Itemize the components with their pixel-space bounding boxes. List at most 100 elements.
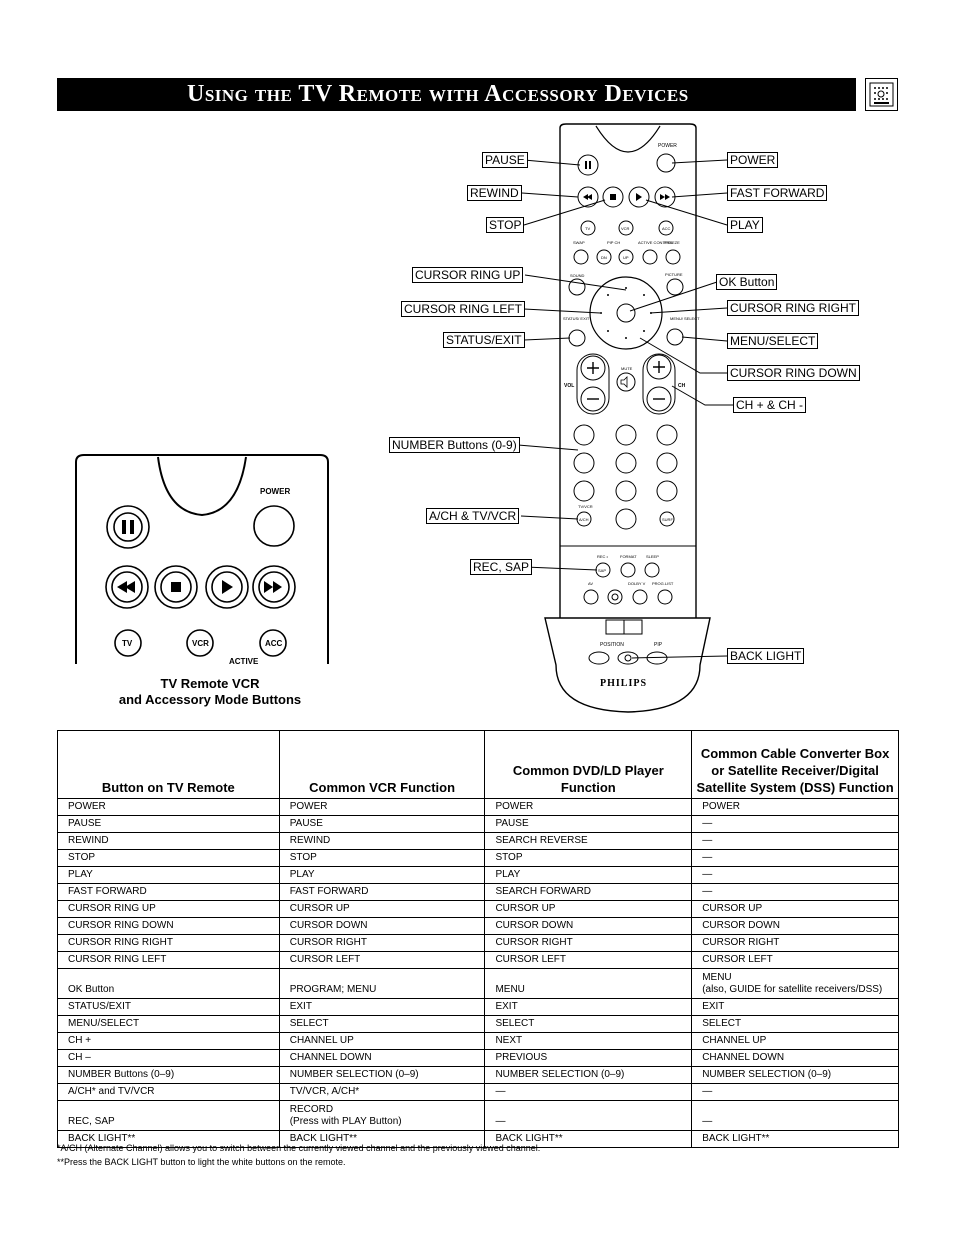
tv-mode-button[interactable] bbox=[580, 220, 596, 236]
mute-label: MUTE bbox=[621, 366, 633, 371]
callout-cursor-ring-right: CURSOR RING RIGHT bbox=[727, 300, 859, 316]
picture-label: PICTURE bbox=[665, 272, 683, 277]
footnote-backlight: **Press the BACK LIGHT button to light t… bbox=[57, 1157, 346, 1167]
callout-cursor-ring-left: CURSOR RING LEFT bbox=[401, 301, 526, 317]
vcr-mode-button[interactable] bbox=[618, 220, 634, 236]
table-cell: POWER bbox=[57, 798, 280, 816]
inset-acc-label: ACC bbox=[265, 639, 283, 648]
inset-power-label: POWER bbox=[260, 487, 290, 496]
ch-label: CH bbox=[678, 383, 686, 389]
table-cell: CHANNEL UP bbox=[278, 1032, 486, 1050]
inset-acc-button[interactable] bbox=[259, 629, 287, 657]
callout-menu-select: MENU/SELECT bbox=[727, 333, 819, 349]
dn-label: DN bbox=[601, 255, 607, 260]
position-button[interactable] bbox=[588, 651, 610, 665]
header-dvd: Common DVD/LD Player Function bbox=[484, 730, 693, 799]
table-cell: EXIT bbox=[278, 998, 486, 1016]
swap-label: SWAP bbox=[573, 240, 585, 245]
freeze-label: FREEZE bbox=[664, 240, 680, 245]
menu-select-label: MENU/ SELECT bbox=[670, 316, 700, 321]
inset-vcr-button[interactable] bbox=[186, 629, 214, 657]
inset-vcr-label: VCR bbox=[192, 639, 209, 648]
table-cell: — bbox=[691, 866, 899, 884]
table-cell: BACK LIGHT** bbox=[691, 1130, 899, 1148]
callout-fast-forward: FAST FORWARD bbox=[727, 185, 828, 201]
table-cell: CURSOR RIGHT bbox=[484, 934, 693, 952]
prog-list-label: PROG.LIST bbox=[652, 581, 674, 586]
tv-label: TV bbox=[585, 226, 590, 231]
table-cell: NUMBER SELECTION (0–9) bbox=[691, 1066, 899, 1084]
table-cell: EXIT bbox=[484, 998, 693, 1016]
surf-button[interactable] bbox=[659, 511, 675, 527]
table-cell: CURSOR LEFT bbox=[484, 951, 693, 969]
sleep-label: SLEEP bbox=[646, 554, 659, 559]
table-cell: MENU/SELECT bbox=[57, 1015, 280, 1033]
dolby-label: DOLBY V bbox=[628, 581, 646, 586]
table-cell: SEARCH FORWARD bbox=[484, 883, 693, 901]
acc-label: ACC bbox=[662, 226, 671, 231]
table-cell: BACK LIGHT** bbox=[278, 1130, 486, 1148]
table-cell: — bbox=[484, 1083, 693, 1101]
table-cell: RECORD (Press with PLAY Button) bbox=[278, 1100, 486, 1131]
inset-active-label: ACTIVE bbox=[229, 657, 259, 666]
callout-rewind: REWIND bbox=[467, 185, 522, 201]
active-control-button[interactable] bbox=[642, 249, 658, 265]
inset-caption: TV Remote VCR and Accessory Mode Buttons bbox=[70, 676, 350, 708]
number-pad bbox=[573, 424, 678, 530]
pip-ch-dn-button[interactable] bbox=[596, 249, 612, 265]
table-cell: PLAY bbox=[278, 866, 486, 884]
status-exit-label: STATUS/ EXIT bbox=[563, 316, 590, 321]
prog-list-button[interactable] bbox=[657, 589, 673, 605]
page-title: Using the TV Remote with Accessory Devic… bbox=[57, 78, 856, 111]
position-label: POSITION bbox=[600, 642, 624, 648]
table-cell: CURSOR UP bbox=[691, 900, 899, 918]
table-cell: CURSOR UP bbox=[484, 900, 693, 918]
av-button[interactable] bbox=[583, 589, 599, 605]
swap-button[interactable] bbox=[573, 249, 589, 265]
table-cell: CURSOR LEFT bbox=[691, 951, 899, 969]
pip-label: PIP bbox=[654, 642, 663, 648]
table-cell: TV/VCR, A/CH* bbox=[278, 1083, 486, 1101]
table-cell: BACK LIGHT** bbox=[484, 1130, 693, 1148]
inset-remote-illustration: POWER TV VCR ACC ACTIVE bbox=[75, 454, 329, 666]
inset-tv-button[interactable] bbox=[114, 629, 142, 657]
table-cell: PAUSE bbox=[278, 815, 486, 833]
table-cell: STATUS/EXIT bbox=[57, 998, 280, 1016]
acc-mode-button[interactable] bbox=[658, 220, 674, 236]
table-cell: — bbox=[691, 1100, 899, 1131]
table-cell: SEARCH REVERSE bbox=[484, 832, 693, 850]
picture-button[interactable] bbox=[666, 278, 684, 296]
dolby-button[interactable] bbox=[607, 589, 623, 605]
inset-power-button[interactable] bbox=[253, 505, 295, 547]
table-cell: PREVIOUS bbox=[484, 1049, 693, 1067]
sleep-button[interactable] bbox=[644, 562, 660, 578]
header-cable: Common Cable Converter Box or Satellite … bbox=[691, 730, 899, 799]
callout-play: PLAY bbox=[727, 217, 763, 233]
pipch-label: PIP CH bbox=[607, 240, 620, 245]
table-cell: POWER bbox=[484, 798, 693, 816]
surround-button[interactable] bbox=[632, 589, 648, 605]
table-cell: PLAY bbox=[484, 866, 693, 884]
table-cell: — bbox=[691, 815, 899, 833]
freeze-button[interactable] bbox=[665, 249, 681, 265]
pip-ch-up-button[interactable] bbox=[618, 249, 634, 265]
callout-rec-sap: REC, SAP bbox=[470, 559, 533, 575]
mute-button[interactable] bbox=[616, 372, 636, 392]
callout-number-buttons: NUMBER Buttons (0-9) bbox=[389, 437, 520, 453]
table-cell: — bbox=[691, 849, 899, 867]
format-button[interactable] bbox=[620, 562, 636, 578]
table-cell: NUMBER Buttons (0–9) bbox=[57, 1066, 280, 1084]
ok-button[interactable] bbox=[616, 303, 636, 323]
table-cell: MENU bbox=[484, 968, 693, 999]
table-cell: CHANNEL DOWN bbox=[691, 1049, 899, 1067]
table-cell: NEXT bbox=[484, 1032, 693, 1050]
table-cell: CURSOR DOWN bbox=[278, 917, 486, 935]
